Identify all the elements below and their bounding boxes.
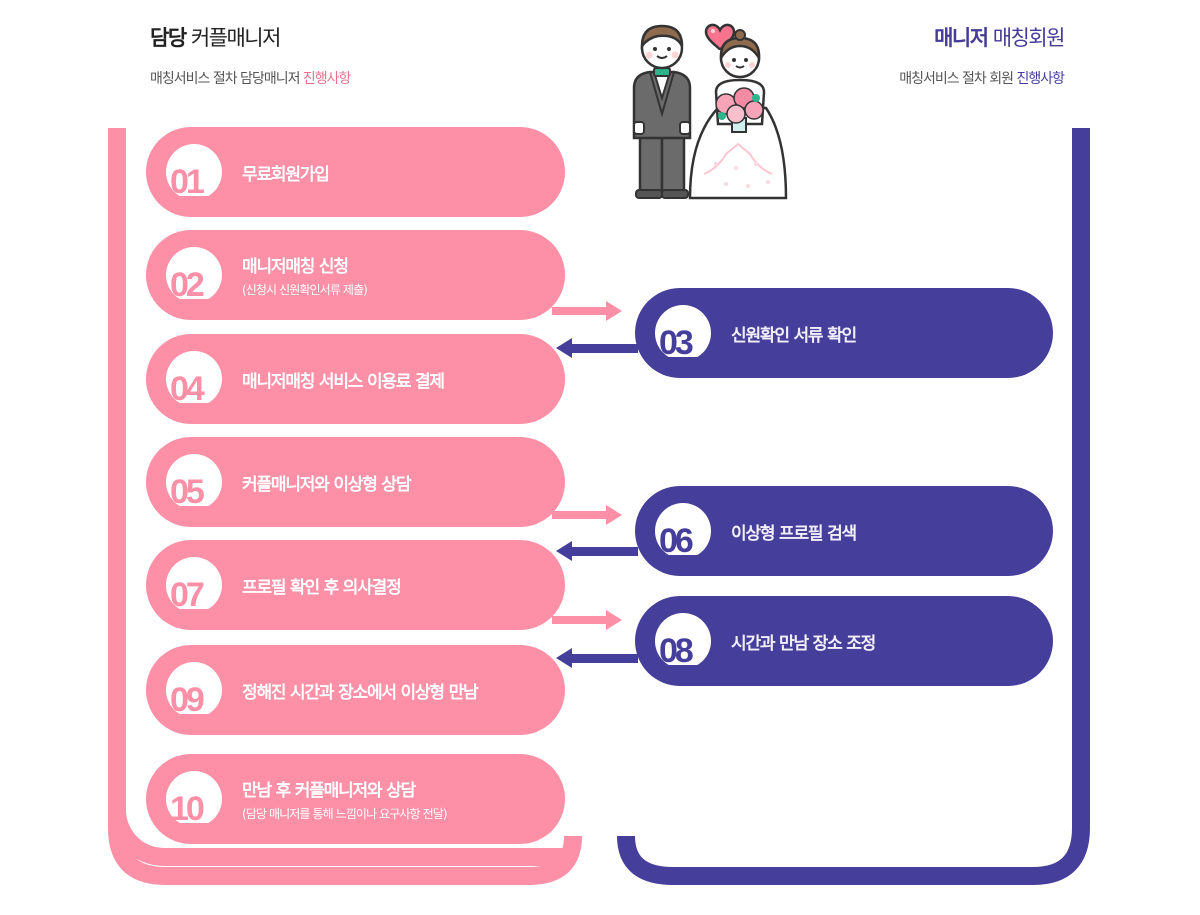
step-number-badge: 03 <box>651 305 715 365</box>
step-07: 07 프로필 확인 후 의사결정 <box>146 540 565 630</box>
step-number: 08 <box>659 632 694 670</box>
step-title: 정해진 시간과 장소에서 이상형 만남 <box>242 682 479 703</box>
step-title: 커플매니저와 이상형 상담 <box>242 474 411 495</box>
bouquet-icon <box>715 87 764 133</box>
manager-subtitle-text: 매칭서비스 절차 담당매니저 <box>150 71 300 87</box>
step-number-badge: 05 <box>162 454 226 514</box>
step-02: 02 매니저매칭 신청 (신청시 신원확인서류 제출) <box>146 230 565 320</box>
step-number-badge: 02 <box>162 247 226 307</box>
member-header: 매니저 매칭회원 매칭서비스 절차 회원 진행사항 <box>899 22 1066 88</box>
member-subtitle-text: 매칭서비스 절차 회원 <box>899 71 1014 87</box>
step-number-badge: 08 <box>651 613 715 673</box>
step-title: 무료회원가입 <box>242 164 330 185</box>
manager-subtitle-highlight: 진행사항 <box>302 71 352 87</box>
step-title: 이상형 프로필 검색 <box>731 523 857 544</box>
step-10: 10 만남 후 커플매니저와 상담 (담당 매니저를 통해 느낌이나 요구사항 전… <box>146 754 565 844</box>
manager-track-line <box>108 128 126 828</box>
step-title: 매니저매칭 신청 <box>242 257 349 277</box>
step-06: 06 이상형 프로필 검색 <box>635 486 1053 576</box>
manager-subtitle: 매칭서비스 절차 담당매니저 진행사항 <box>150 68 352 88</box>
step-number: 01 <box>170 163 205 201</box>
step-number: 07 <box>170 576 205 614</box>
manager-title: 담당 커플매니저 <box>150 22 350 52</box>
step-08: 08 시간과 만남 장소 조정 <box>635 596 1053 686</box>
step-number-badge: 01 <box>162 144 226 204</box>
step-number: 05 <box>170 473 205 511</box>
step-title: 프로필 확인 후 의사결정 <box>242 577 402 598</box>
step-03: 03 신원확인 서류 확인 <box>635 288 1053 378</box>
manager-title-bold: 담당 <box>150 26 187 50</box>
manager-track-bottom <box>108 780 582 885</box>
member-title: 매니저 매칭회원 <box>899 22 1066 52</box>
step-05: 05 커플매니저와 이상형 상담 <box>146 437 565 527</box>
member-title-bold: 매니저 <box>934 26 989 50</box>
member-title-regular: 매칭회원 <box>992 26 1066 50</box>
step-number: 04 <box>170 370 205 408</box>
step-number-badge: 09 <box>162 662 226 722</box>
step-01: 01 무료회원가입 <box>146 127 565 217</box>
step-number: 06 <box>659 522 694 560</box>
step-title: 만남 후 커플매니저와 상담 <box>242 781 416 801</box>
manager-header: 담당 커플매니저 매칭서비스 절차 담당매니저 진행사항 <box>150 22 352 88</box>
member-subtitle: 매칭서비스 절차 회원 진행사항 <box>899 68 1065 88</box>
step-number: 09 <box>170 681 205 719</box>
step-title: 시간과 만남 장소 조정 <box>731 633 876 654</box>
step-number-badge: 10 <box>162 771 226 831</box>
bride-icon <box>688 29 788 200</box>
groom-icon <box>632 24 692 199</box>
manager-title-regular: 커플매니저 <box>190 26 282 50</box>
step-04: 04 매니저매칭 서비스 이용료 결제 <box>146 334 565 424</box>
step-number: 03 <box>659 324 694 362</box>
step-note: (담당 매니저를 통해 느낌이나 요구사항 전달) <box>242 807 448 821</box>
step-note: (신청시 신원확인서류 제출) <box>242 283 368 297</box>
step-number-badge: 06 <box>651 503 715 563</box>
step-title: 신원확인 서류 확인 <box>731 325 857 346</box>
step-number: 10 <box>170 790 205 828</box>
step-title: 매니저매칭 서비스 이용료 결제 <box>242 371 445 392</box>
step-number-badge: 07 <box>162 557 226 617</box>
step-09: 09 정해진 시간과 장소에서 이상형 만남 <box>146 645 565 735</box>
wedding-couple-illustration <box>632 23 788 200</box>
member-track-frame <box>617 128 1090 885</box>
heart-icon <box>704 23 736 51</box>
step-number-badge: 04 <box>162 351 226 411</box>
step-number: 02 <box>170 266 205 304</box>
member-subtitle-highlight: 진행사항 <box>1016 71 1065 87</box>
